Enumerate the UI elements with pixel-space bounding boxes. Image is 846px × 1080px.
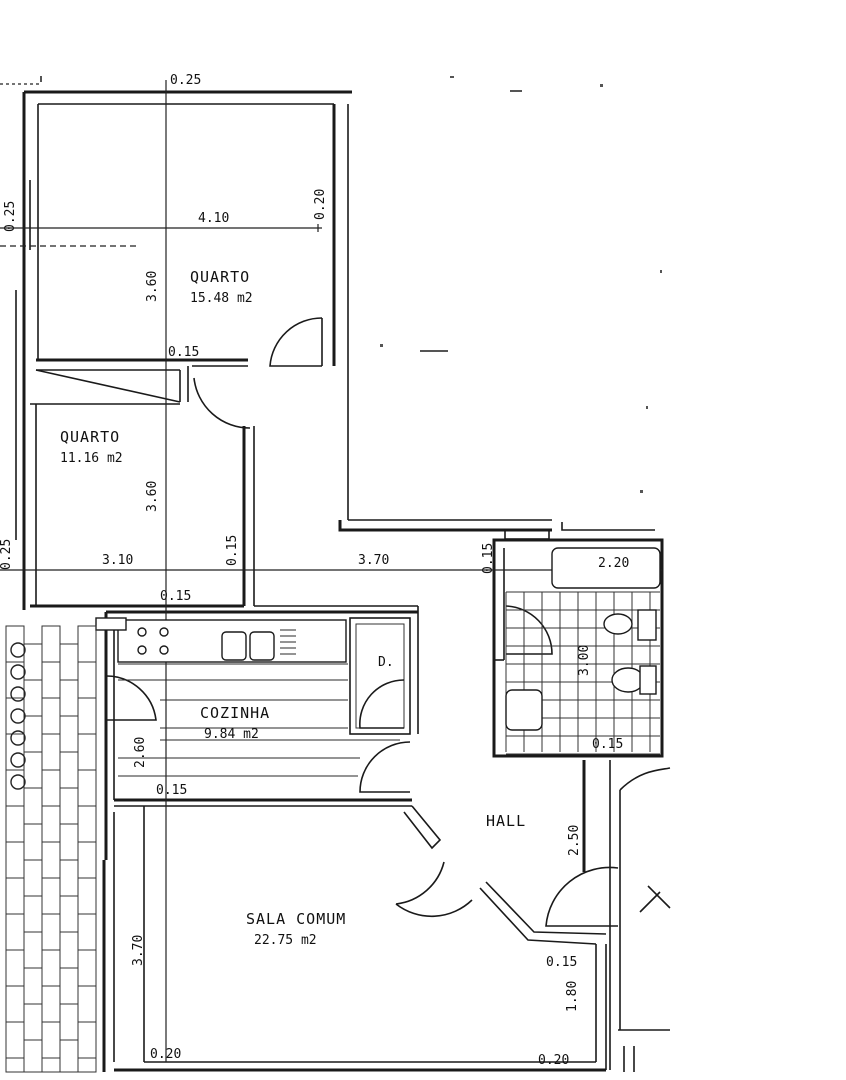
dim-hall-height: 2.50 xyxy=(567,825,582,856)
quarto1-area: 15.48 m2 xyxy=(190,291,253,306)
dim-sala-wall-bottom-left: 0.20 xyxy=(150,1047,181,1062)
dim-quarto1-wall: 0.20 xyxy=(313,189,328,220)
dim-partition-q1-q2: 0.15 xyxy=(168,345,199,360)
sala-label: SALA COMUM xyxy=(246,910,346,928)
dim-sala-wall-right: 0.15 xyxy=(546,955,577,970)
quarto1-label: QUARTO xyxy=(190,268,250,286)
quarto2-area: 11.16 m2 xyxy=(60,451,123,466)
dim-bath-wall: 0.15 xyxy=(481,543,496,574)
sala-area: 22.75 m2 xyxy=(254,933,317,948)
hall-label: HALL xyxy=(486,812,526,830)
dim-left-wall-lower: 0.25 xyxy=(0,539,14,570)
dim-quarto1-height: 3.60 xyxy=(145,271,160,302)
dim-sala-height: 3.70 xyxy=(131,935,146,966)
dim-sala-right-height: 1.80 xyxy=(565,981,580,1012)
cozinha-label: COZINHA xyxy=(200,704,270,722)
dim-cozinha-wall-bottom: 0.15 xyxy=(156,783,187,798)
cozinha-area: 9.84 m2 xyxy=(204,727,259,742)
dimension-labels: 0.25 0.25 0.25 4.10 0.20 3.60 0.15 3.60 … xyxy=(0,73,629,1068)
kitchen-details xyxy=(95,617,400,777)
walls xyxy=(15,90,671,1072)
despensa-label: D. xyxy=(378,655,394,670)
quarto2-label: QUARTO xyxy=(60,428,120,446)
room-labels: QUARTO 15.48 m2 QUARTO 11.16 m2 COZINHA … xyxy=(60,268,526,948)
dim-cozinha-height: 2.60 xyxy=(133,737,148,768)
exterior-paving xyxy=(5,625,97,1073)
dim-bath-height: 3.00 xyxy=(577,645,592,676)
dim-top-wall: 0.25 xyxy=(170,73,201,88)
dim-quarto2-height: 3.60 xyxy=(145,481,160,512)
scan-specks xyxy=(40,76,662,493)
dim-bath-wall-bottom: 0.15 xyxy=(592,737,623,752)
dim-quarto1-width: 4.10 xyxy=(198,211,229,226)
dim-left-wall-upper: 0.25 xyxy=(3,201,18,232)
dim-bath-width: 2.20 xyxy=(598,556,629,571)
bathroom-details xyxy=(505,547,661,755)
doors xyxy=(105,317,671,927)
dim-corridor-width: 3.70 xyxy=(358,553,389,568)
dim-sala-wall-bottom-right: 0.20 xyxy=(538,1053,569,1068)
dim-quarto2-wall-right: 0.15 xyxy=(225,535,240,566)
dim-quarto2-width: 3.10 xyxy=(102,553,133,568)
dim-quarto2-wall-bottom: 0.15 xyxy=(160,589,191,604)
